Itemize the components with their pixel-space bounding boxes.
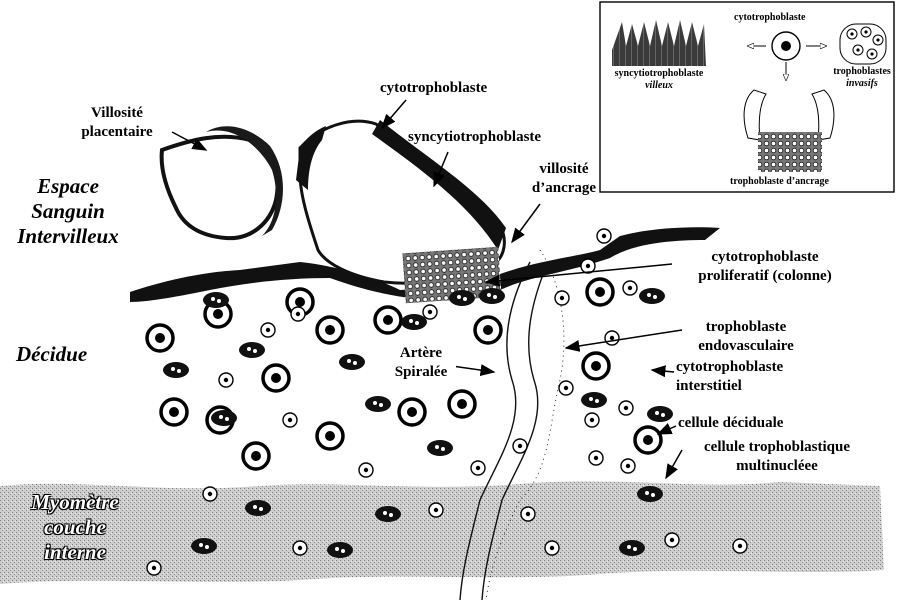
multinucleated-cell	[365, 396, 391, 412]
label-villosite-placentaire-line1: Villosité	[62, 104, 172, 123]
label-trophoblaste-endovasculaire: trophoblaste endovasculaire	[678, 318, 814, 356]
multinucleated-cell	[339, 354, 365, 370]
label-cellule-multinucleee-line2: multinucléee	[682, 457, 872, 476]
region-espace-line3: Intervilleux	[8, 224, 128, 249]
multinucleated-cell	[245, 500, 271, 516]
multinucleated-cell	[639, 288, 665, 304]
region-myometre: Myomètre couche interne	[20, 490, 130, 565]
region-espace-sanguin: Espace Sanguin Intervilleux	[8, 174, 128, 249]
inset-cytotroph-nucleus	[781, 41, 791, 51]
label-cyto-proliferatif-line2: proliferatif (colonne)	[670, 267, 860, 286]
inset-invasive-cells	[840, 24, 886, 64]
label-cellule-deciduale: cellule déciduale	[678, 414, 783, 433]
inset-label-invasifs: trophoblastes invasifs	[832, 66, 892, 90]
region-myometre-line1: Myomètre	[20, 490, 130, 515]
label-cytotrophoblaste: cytotrophoblaste	[380, 79, 487, 98]
label-cyto-interstitiel-line2: interstitiel	[676, 377, 783, 396]
multinucleated-cell	[647, 406, 673, 422]
region-myometre-line3: interne	[20, 540, 130, 565]
inset-label-invasifs-line1: trophoblastes	[832, 66, 892, 78]
inset-label-cytotrophoblaste: cytotrophoblaste	[734, 12, 805, 24]
multinucleated-cell	[449, 290, 475, 306]
region-espace-line2: Sanguin	[8, 199, 128, 224]
multinucleated-cell	[619, 540, 645, 556]
label-villosite-placentaire: Villosité placentaire	[62, 104, 172, 142]
multinucleated-cell	[327, 542, 353, 558]
multinucleated-cell	[191, 538, 217, 554]
label-cyto-interstitiel-line1: cytotrophoblaste	[676, 358, 783, 377]
multinucleated-cell	[203, 292, 229, 308]
label-villosite-ancrage: villosité d’ancrage	[520, 160, 608, 198]
inset-label-invasifs-line2: invasifs	[832, 78, 892, 90]
myometrium-band	[0, 481, 884, 584]
label-trophoblaste-endovasculaire-line1: trophoblaste	[678, 318, 814, 337]
inset-label-ancrage: trophoblaste d’ancrage	[730, 176, 829, 188]
multinucleated-cell	[581, 392, 607, 408]
label-cyto-interstitiel: cytotrophoblaste interstitiel	[676, 358, 783, 396]
free-villus	[162, 126, 283, 238]
inset	[600, 2, 894, 192]
multinucleated-cell	[479, 288, 505, 304]
label-cellule-multinucleee-line1: cellule trophoblastique	[682, 438, 872, 457]
multinucleated-cell	[375, 506, 401, 522]
label-trophoblaste-endovasculaire-line2: endovasculaire	[678, 337, 814, 356]
region-espace-line1: Espace	[8, 174, 128, 199]
multinucleated-cell	[427, 440, 453, 456]
multinucleated-cell	[637, 486, 663, 502]
label-artere-line2: Spiralée	[386, 363, 456, 382]
label-cellule-multinucleee: cellule trophoblastique multinucléee	[682, 438, 872, 476]
inset-label-syncytio-line2: villeux	[604, 80, 714, 92]
label-villosite-ancrage-line1: villosité	[520, 160, 608, 179]
label-syncytiotrophoblaste: syncytiotrophoblaste	[408, 128, 541, 147]
multinucleated-cell	[239, 342, 265, 358]
inset-label-syncytio-line1: syncytiotrophoblaste	[604, 68, 714, 80]
label-artere-spiralee: Artère Spiralée	[386, 344, 456, 382]
label-villosite-ancrage-line2: d’ancrage	[520, 179, 608, 198]
region-myometre-line2: couche	[20, 515, 130, 540]
multinucleated-cell	[163, 362, 189, 378]
multinucleated-cell	[401, 314, 427, 330]
label-artere-line1: Artère	[386, 344, 456, 363]
label-cyto-proliferatif-line1: cytotrophoblaste	[670, 248, 860, 267]
inset-label-syncytio: syncytiotrophoblaste villeux	[604, 68, 714, 92]
label-cyto-proliferatif: cytotrophoblaste proliferatif (colonne)	[670, 248, 860, 286]
multinucleated-cell	[211, 410, 237, 426]
region-decidue: Décidue	[16, 342, 87, 367]
label-villosite-placentaire-line2: placentaire	[62, 123, 172, 142]
